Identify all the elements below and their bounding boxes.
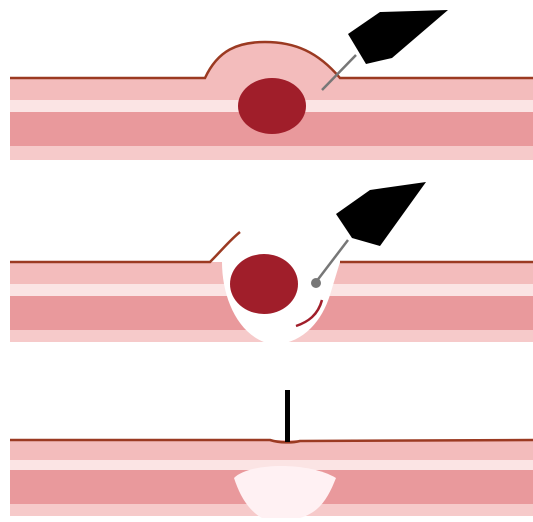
panel-1-lift-bulge xyxy=(205,42,340,80)
panel-1-deep-layer xyxy=(10,146,533,160)
panel-3-mucosa-layer xyxy=(10,440,533,460)
clip-icon xyxy=(285,390,290,442)
panel-1-lesion xyxy=(238,78,306,134)
panel-2-lesion xyxy=(230,254,298,314)
panel-2-dissection xyxy=(10,182,533,345)
panel-1-lift xyxy=(10,10,533,160)
panel-3-closed xyxy=(10,390,533,518)
panel-2-surface-line-left xyxy=(10,232,240,262)
